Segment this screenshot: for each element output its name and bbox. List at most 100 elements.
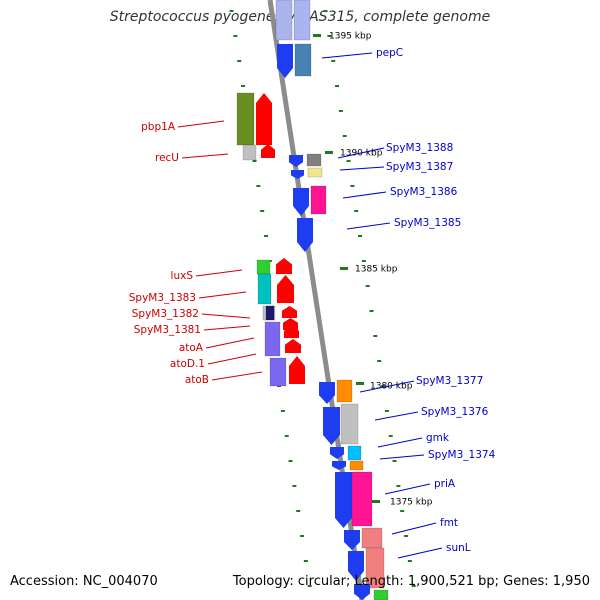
tick-mark bbox=[264, 235, 269, 237]
gene-shape bbox=[289, 155, 303, 167]
kbp-marker-label: 1385 kbp bbox=[355, 265, 398, 275]
gene-shape bbox=[340, 403, 359, 445]
gene-label-reverse[interactable]: SpyM3_1383 bbox=[129, 292, 196, 304]
gene-label-reverse[interactable]: recU bbox=[155, 152, 179, 164]
tick-mark bbox=[404, 535, 409, 537]
tick-mark bbox=[342, 135, 347, 137]
gene-shape bbox=[257, 273, 272, 305]
gene-label-forward[interactable]: SpyM3_1388 bbox=[386, 142, 453, 154]
tick-marks bbox=[229, 10, 416, 587]
tick-mark bbox=[284, 435, 289, 437]
tick-mark bbox=[303, 560, 308, 562]
gene-features bbox=[236, 0, 389, 600]
label-leader-line bbox=[374, 411, 419, 421]
label-leader-line bbox=[339, 166, 385, 171]
gene-label-forward[interactable]: SpyM3_1376 bbox=[421, 406, 489, 418]
kbp-marker-tick bbox=[325, 151, 333, 154]
gene-shape bbox=[310, 185, 327, 215]
label-leader-line bbox=[359, 380, 415, 393]
tick-mark bbox=[384, 410, 389, 412]
tick-mark bbox=[296, 510, 301, 512]
gene-shape bbox=[261, 144, 275, 158]
gene-shape bbox=[354, 584, 370, 600]
gene-shape bbox=[323, 407, 340, 445]
tick-mark bbox=[256, 185, 261, 187]
label-leader-line bbox=[198, 291, 247, 299]
gene-shape bbox=[349, 460, 364, 471]
kbp-marker-label: 1390 kbp bbox=[340, 149, 383, 159]
gene-shape bbox=[307, 167, 323, 178]
gene-label-reverse[interactable]: luxS bbox=[171, 270, 194, 282]
gene-label-forward[interactable]: SpyM3_1385 bbox=[394, 217, 461, 229]
kbp-marker-tick bbox=[356, 382, 364, 385]
accession-text: Accession: NC_004070 bbox=[10, 574, 158, 589]
gene-label-forward[interactable]: priA bbox=[434, 478, 456, 490]
gene-label-forward[interactable]: SpyM3_1377 bbox=[416, 375, 483, 387]
gene-shape bbox=[283, 318, 298, 330]
gene-label-forward[interactable]: fmt bbox=[440, 517, 458, 529]
tick-mark bbox=[400, 510, 405, 512]
tick-mark bbox=[346, 160, 351, 162]
gene-label-reverse[interactable]: SpyM3_1382 bbox=[132, 308, 199, 320]
tick-mark bbox=[323, 10, 328, 12]
tick-mark bbox=[338, 110, 343, 112]
gene-shape bbox=[297, 218, 313, 252]
tick-mark bbox=[241, 85, 246, 87]
tick-mark bbox=[407, 560, 412, 562]
gene-label-reverse[interactable]: atoD.1 bbox=[170, 358, 205, 370]
gene-shape bbox=[306, 153, 322, 167]
label-leader-line bbox=[346, 222, 391, 230]
tick-mark bbox=[388, 435, 393, 437]
kbp-marker-tick bbox=[340, 267, 348, 270]
gene-shape bbox=[282, 306, 297, 318]
gene-label-reverse[interactable]: pbp1A bbox=[141, 121, 176, 133]
gene-label-forward[interactable]: sunL bbox=[446, 542, 471, 554]
gene-label-reverse[interactable]: atoA bbox=[179, 342, 204, 354]
gene-shape bbox=[319, 382, 335, 404]
tick-mark bbox=[260, 210, 265, 212]
label-leader-line bbox=[384, 483, 431, 495]
gene-shape bbox=[276, 258, 292, 274]
tick-mark bbox=[361, 260, 366, 262]
tick-mark bbox=[237, 60, 242, 62]
tick-mark bbox=[292, 485, 297, 487]
gene-shape bbox=[277, 44, 293, 78]
tick-mark bbox=[381, 385, 386, 387]
tick-mark bbox=[396, 485, 401, 487]
kbp-marker-label: 1375 kbp bbox=[390, 498, 433, 508]
tick-mark bbox=[411, 585, 416, 587]
gene-shape bbox=[330, 447, 344, 459]
tick-mark bbox=[252, 160, 257, 162]
gene-label-forward[interactable]: pepC bbox=[376, 47, 403, 59]
kbp-marker-tick bbox=[372, 500, 380, 503]
gene-shape bbox=[344, 530, 360, 550]
tick-mark bbox=[354, 210, 359, 212]
label-leader-line bbox=[203, 325, 251, 331]
gene-label-reverse[interactable]: SpyM3_1381 bbox=[134, 324, 201, 336]
tick-mark bbox=[300, 535, 305, 537]
gene-shape bbox=[275, 0, 293, 41]
gene-shape bbox=[365, 547, 385, 589]
gene-shape bbox=[335, 472, 352, 528]
gene-label-forward[interactable]: SpyM3_1386 bbox=[390, 186, 458, 198]
tick-mark bbox=[307, 585, 312, 587]
gene-label-forward[interactable]: SpyM3_1374 bbox=[428, 449, 496, 461]
tick-mark bbox=[350, 185, 355, 187]
tick-mark bbox=[327, 35, 332, 37]
gene-label-forward[interactable]: SpyM3_1387 bbox=[386, 161, 453, 173]
label-leader-line bbox=[391, 522, 437, 535]
label-leader-line bbox=[201, 313, 251, 319]
tick-mark bbox=[358, 235, 363, 237]
label-leader-line bbox=[397, 547, 443, 559]
label-leader-line bbox=[379, 454, 425, 460]
gene-shape bbox=[373, 589, 389, 600]
tick-mark bbox=[331, 60, 336, 62]
gene-shape bbox=[256, 259, 271, 275]
gene-label-reverse[interactable]: atoB bbox=[185, 374, 209, 386]
label-leader-line bbox=[207, 353, 257, 365]
label-leader-line bbox=[211, 371, 263, 381]
gene-label-forward[interactable]: gmk bbox=[426, 432, 450, 444]
